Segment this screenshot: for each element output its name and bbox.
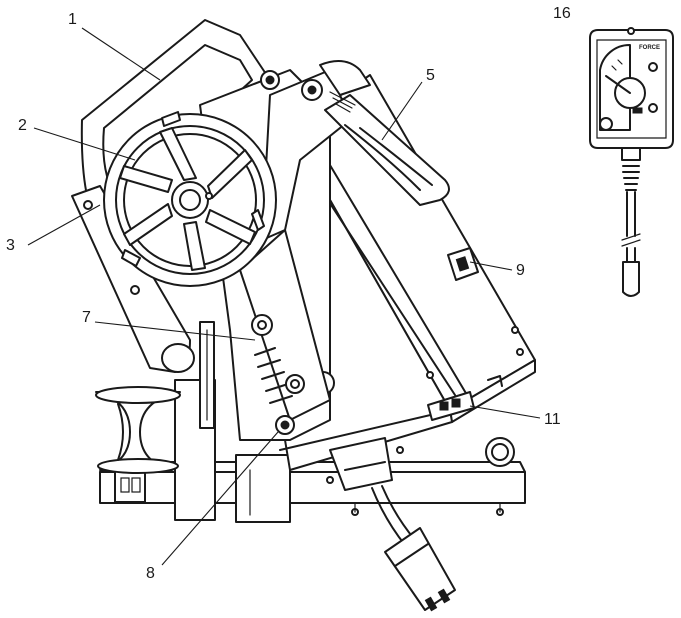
leader-lines (27, 27, 541, 566)
pull-ring (485, 437, 515, 467)
callout-3: 3 (6, 237, 15, 254)
lever-arm (239, 229, 331, 435)
callout-16: 16 (553, 5, 571, 22)
power-cord (329, 437, 456, 612)
callout-7: 7 (82, 309, 91, 326)
callout-11: 11 (544, 411, 561, 428)
callout-9: 9 (516, 262, 525, 279)
feed-handle (260, 60, 450, 241)
handwheel (103, 111, 277, 287)
connector-11 (427, 375, 503, 421)
callout-8: 8 (146, 565, 155, 582)
callout-5: 5 (426, 67, 435, 84)
pendant-force-label: FORCE (639, 45, 660, 51)
lever-ribs (254, 347, 293, 404)
callout-2: 2 (18, 117, 27, 134)
callout-labels: 1 2 3 5 7 8 9 11 16 (6, 5, 571, 582)
remote-pendant: FORCE (589, 27, 674, 297)
support-arm (71, 185, 195, 373)
switch-9 (447, 247, 479, 281)
callout-1: 1 (68, 11, 77, 28)
roller-guide (95, 386, 181, 474)
